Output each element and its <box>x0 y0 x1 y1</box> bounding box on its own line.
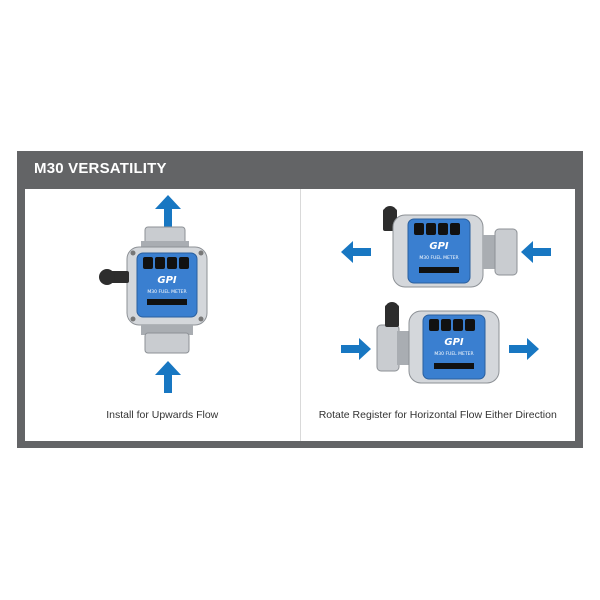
upwards-flow-section: GPI M30 FUEL METER Install for Upwards F… <box>25 189 301 441</box>
horizontal-flow-caption: Rotate Register for Horizontal Flow Eith… <box>318 409 557 421</box>
svg-text:M30 FUEL METER: M30 FUEL METER <box>434 351 473 357</box>
svg-text:M30 FUEL METER: M30 FUEL METER <box>419 255 458 261</box>
svg-text:GPI: GPI <box>444 337 464 348</box>
arrow-right-icon <box>340 338 371 360</box>
fuel-meter-horizontal-left: GPI M30 FUEL METER <box>382 206 517 288</box>
arrow-left-icon <box>520 241 551 263</box>
meter-model-label: M30 FUEL METER <box>147 289 186 295</box>
meter-brand-logo: GPI <box>157 275 177 286</box>
arrow-up-icon <box>155 195 181 227</box>
fuel-meter-horizontal-right: GPI M30 FUEL METER <box>376 302 499 384</box>
fuel-meter-vertical: GPI M30 FUEL METER <box>99 226 208 354</box>
panel-title: M30 VERSATILITY <box>34 160 167 177</box>
versatility-panel: M30 VERSATILITY <box>17 151 583 448</box>
arrow-up-icon <box>155 361 181 393</box>
arrow-left-icon <box>340 241 371 263</box>
arrow-right-icon <box>508 338 539 360</box>
upwards-flow-caption: Install for Upwards Flow <box>106 409 219 421</box>
horizontal-flow-section: GPI M30 FUEL METER <box>301 189 576 441</box>
svg-text:GPI: GPI <box>429 241 449 252</box>
panel-content: GPI M30 FUEL METER Install for Upwards F… <box>25 189 575 441</box>
